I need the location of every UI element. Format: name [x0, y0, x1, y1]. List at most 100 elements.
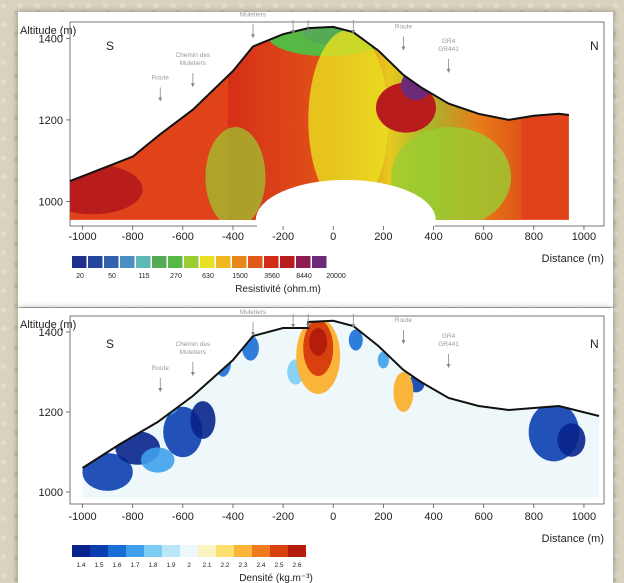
- x-axis-label: Distance (m): [542, 253, 604, 265]
- scale-tick-label: 1.7: [130, 562, 139, 569]
- scale-swatch: [168, 256, 183, 268]
- annotation-label: GR4: [442, 333, 456, 340]
- x-tick-label: 0: [330, 231, 336, 243]
- scale-swatch: [144, 545, 162, 557]
- resistivity-purple-body: [400, 70, 431, 101]
- scale-tick-label: 8440: [296, 273, 312, 280]
- annotation-arrowhead: [158, 97, 163, 102]
- annotation-label: Chemin des: [176, 52, 211, 59]
- scale-label: Resistivité (ohm.m): [235, 284, 321, 295]
- scale-tick-label: 2: [187, 562, 191, 569]
- scale-swatch: [232, 256, 247, 268]
- scale-swatch: [108, 545, 126, 557]
- x-tick-label: 200: [374, 511, 392, 523]
- annotation-arrowhead: [401, 340, 406, 344]
- density-low-anomaly: [214, 343, 232, 377]
- x-tick-label: 200: [374, 231, 392, 243]
- scale-swatch: [152, 256, 167, 268]
- scale-tick-label: 270: [170, 273, 182, 280]
- annotation-label: Muletiers: [240, 12, 267, 18]
- scale-swatch: [264, 256, 279, 268]
- scale-swatch: [120, 256, 135, 268]
- x-tick-label: -400: [222, 231, 244, 243]
- scale-swatch: [72, 256, 87, 268]
- scale-swatch: [184, 256, 199, 268]
- scale-swatch: [216, 545, 234, 557]
- scale-swatch: [248, 256, 263, 268]
- density-low-anomaly: [161, 393, 179, 415]
- annotation-arrowhead: [446, 68, 451, 73]
- south-label: S: [106, 39, 114, 53]
- x-tick-label: 800: [525, 231, 543, 243]
- y-tick-label: 1000: [39, 197, 63, 209]
- annotation-label: Muletiers: [180, 349, 207, 356]
- annotation-label: CR: [288, 12, 298, 14]
- scale-swatch: [312, 256, 327, 268]
- scale-tick-label: 2.6: [292, 562, 301, 569]
- annotation-label: CR: [349, 12, 359, 14]
- scale-tick-label: 2.1: [202, 562, 211, 569]
- x-tick-label: -800: [122, 231, 144, 243]
- density-low-anomaly: [348, 329, 363, 351]
- scale-label: Densité (kg.m⁻³): [239, 573, 313, 583]
- annotation-arrowhead: [190, 372, 195, 376]
- x-tick-label: 400: [424, 231, 442, 243]
- x-tick-label: -800: [122, 511, 144, 523]
- scale-swatch: [180, 545, 198, 557]
- scale-swatch: [162, 545, 180, 557]
- density-low-anomaly: [190, 401, 216, 439]
- scale-tick-label: 2.4: [256, 562, 265, 569]
- y-tick-label: 1000: [39, 487, 63, 499]
- scale-tick-label: 115: [138, 273, 149, 280]
- scale-tick-label: 1.8: [148, 562, 157, 569]
- section-fill: [70, 26, 569, 220]
- resistivity-lower-green: [205, 127, 266, 220]
- annotation-arrowhead: [291, 30, 296, 34]
- north-label: N: [590, 39, 599, 53]
- annotation-arrowhead: [190, 83, 195, 88]
- x-tick-label: -600: [172, 231, 194, 243]
- annotation-arrowhead: [351, 324, 356, 328]
- scale-tick-label: 1500: [232, 273, 248, 280]
- scale-tick-label: 20000: [326, 273, 346, 280]
- annotation-arrowhead: [306, 30, 311, 34]
- density-low-anomaly: [557, 423, 586, 457]
- north-label: N: [590, 337, 599, 351]
- scale-swatch: [280, 256, 295, 268]
- scale-tick-label: 2.5: [274, 562, 283, 569]
- annotation-arrowhead: [251, 34, 256, 39]
- scale-swatch: [270, 545, 288, 557]
- scale-swatch: [198, 545, 216, 557]
- x-tick-label: -200: [272, 231, 294, 243]
- density-low-anomaly: [82, 453, 133, 491]
- annotation-label: Muletiers: [180, 60, 207, 67]
- x-tick-label: 0: [330, 511, 336, 523]
- y-tick-label: 1200: [39, 407, 63, 419]
- annotation-arrowhead: [251, 332, 256, 336]
- scale-tick-label: 2.2: [220, 562, 229, 569]
- x-tick-label: -600: [172, 511, 194, 523]
- annotation-label: Route: [395, 23, 413, 30]
- annotation-label: Chemin des: [176, 341, 211, 348]
- x-axis-label: Distance (m): [542, 533, 604, 545]
- density-high-anomaly-east: [393, 372, 414, 412]
- y-tick-label: 1200: [39, 115, 63, 127]
- scale-swatch: [288, 545, 306, 557]
- y-axis-label: Altitude (m): [20, 25, 76, 37]
- resistivity-yellow-body: [308, 29, 389, 210]
- x-tick-label: 600: [474, 231, 492, 243]
- density-low-anomaly: [377, 351, 389, 369]
- resistivity-red-south: [70, 164, 143, 215]
- scale-tick-label: 2.3: [238, 562, 247, 569]
- annotation-arrowhead: [158, 388, 163, 392]
- scale-tick-label: 20: [76, 273, 84, 280]
- scale-swatch: [136, 256, 151, 268]
- south-label: S: [106, 337, 114, 351]
- scale-tick-label: 1.9: [166, 562, 175, 569]
- scale-tick-label: 1.5: [94, 562, 103, 569]
- annotation-arrowhead: [291, 324, 296, 328]
